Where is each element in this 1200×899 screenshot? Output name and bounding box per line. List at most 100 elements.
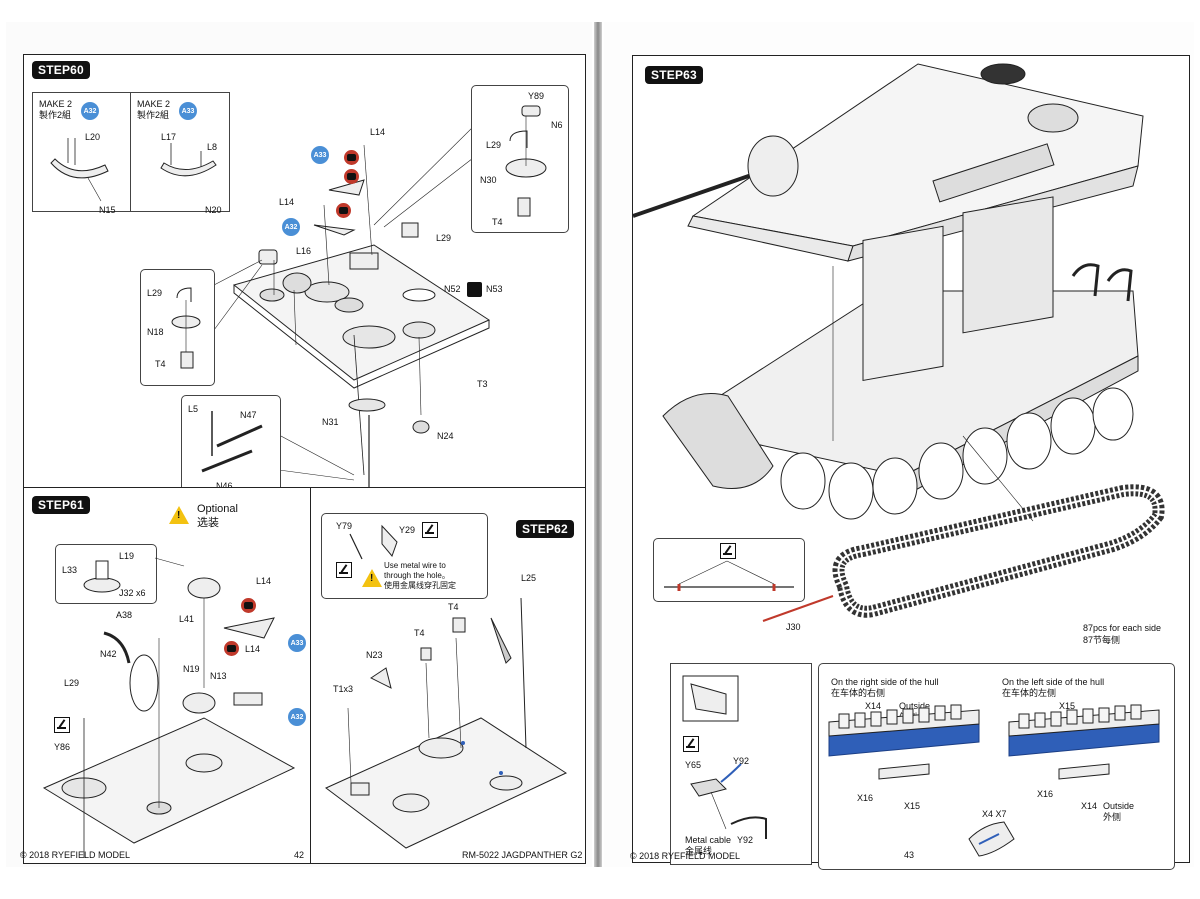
cement-icon <box>683 736 699 752</box>
badge-a32: A32 <box>81 102 99 120</box>
inset-hatch-left: L29 N18 T4 <box>140 269 215 386</box>
hull-deck-drawing <box>325 597 568 849</box>
book-gutter <box>594 22 602 867</box>
cut-icon <box>224 641 239 656</box>
track-run-drawing <box>832 484 1165 618</box>
part-label-y29: Y29 <box>399 525 416 535</box>
cut-icon <box>336 203 351 218</box>
part-label-a38: A38 <box>116 610 133 620</box>
part-label-x16: X16 <box>1037 789 1054 799</box>
metal-cable-label: Metal cable <box>685 835 732 845</box>
part-label-l16: L16 <box>296 246 312 256</box>
cut-icon <box>344 169 359 184</box>
inset-wire-note: Y79 Y29 ! Use metal wire to through the … <box>321 513 488 599</box>
step60-title: STEP60 <box>32 61 90 79</box>
badge-a33: A33 <box>311 146 329 164</box>
part-label-l19: L19 <box>119 551 135 561</box>
part-label-x15: X15 <box>904 801 921 811</box>
hatch-drawing <box>171 287 201 369</box>
inset-cable-bracket: Y65 Y92 Y92 Metal cable 金属线 <box>670 663 812 865</box>
inset-cupola: L19 L33 J32 x6 <box>55 544 157 604</box>
part-label-l14: L14 <box>245 644 261 654</box>
part-label-n13: N13 <box>210 671 227 681</box>
periscope-drawing <box>201 411 263 473</box>
part-label-l14: L14 <box>279 197 295 207</box>
part-label-l29: L29 <box>436 233 452 243</box>
step61-title: STEP61 <box>32 496 90 514</box>
part-label-n19: N19 <box>183 664 200 674</box>
badge-a32: A32 <box>288 708 306 726</box>
part-label-n31: N31 <box>322 417 339 427</box>
right-page: STEP63 <box>604 22 1194 870</box>
left-side-label: On the left side of the hull <box>1002 677 1105 687</box>
optional-label: Optional <box>197 503 238 515</box>
part-label-x16: X16 <box>857 793 874 803</box>
part-label: L17 <box>161 132 177 142</box>
part-label-t4: T4 <box>492 217 503 227</box>
part-drawing <box>160 143 217 177</box>
tank-drawing <box>632 63 1144 622</box>
track-link-box: On the right side of the hull 在车体的右侧 On … <box>818 663 1175 870</box>
part-label-l5: L5 <box>188 404 199 414</box>
optional-label-cn: 选装 <box>197 517 219 529</box>
part-label-l29: L29 <box>147 288 163 298</box>
part-label-n46: N46 <box>216 481 233 491</box>
part-label-y89: Y89 <box>528 91 545 101</box>
part-label-l29: L29 <box>64 678 80 688</box>
make-label: MAKE 2 <box>137 99 171 109</box>
wire-note-line1: Use metal wire to <box>384 561 446 570</box>
part-label-l14: L14 <box>370 127 386 137</box>
part-label-y86: Y86 <box>54 742 71 752</box>
badge-a33: A33 <box>288 634 306 652</box>
part-label: L20 <box>85 132 101 142</box>
part-label-n6: N6 <box>551 120 563 130</box>
footer-product: RM-5022 JAGDPANTHER G2 <box>462 850 583 860</box>
make-a32-box: MAKE 2 製作2組 A32 L20 N15 <box>32 92 132 215</box>
footer-page-number: 42 <box>294 850 305 860</box>
make-a33-box: MAKE 2 製作2組 A33 L17 L8 N20 <box>130 92 230 215</box>
n53-icon <box>467 282 482 297</box>
step63-title: STEP63 <box>645 66 703 84</box>
part-label: N15 <box>99 205 116 215</box>
wire-drawing <box>349 524 398 560</box>
left-side-label-cn: 在车体的左侧 <box>1002 688 1057 698</box>
part-label: N20 <box>205 205 222 215</box>
part-label-n53: N53 <box>486 284 503 294</box>
badge-a33: A33 <box>179 102 197 120</box>
part-label-y92: Y92 <box>737 835 754 845</box>
cut-tool-icon <box>720 543 736 559</box>
cut-icon <box>344 150 359 165</box>
make-label-cn: 製作2組 <box>39 110 72 120</box>
hull-deck-drawing <box>213 122 491 500</box>
part-label-l41: L41 <box>179 614 195 624</box>
cut-icon <box>241 598 256 613</box>
badge-a32: A32 <box>282 218 300 236</box>
inset-hatch-right: Y89 N6 L29 N30 T4 <box>471 85 569 233</box>
part-label-n18: N18 <box>147 327 164 337</box>
outside-label-cn: 外侧 <box>1103 812 1122 822</box>
part-label: L8 <box>207 142 218 152</box>
cable-drawing <box>664 560 794 591</box>
part-label-t4: T4 <box>414 628 425 638</box>
track-count-label: 87pcs for each side <box>1083 623 1162 633</box>
inset-periscope: L5 N47 N46 <box>181 395 281 495</box>
footer-page-number: 43 <box>904 850 915 860</box>
footer-copyright: © 2018 RYEFIELD MODEL <box>630 851 741 861</box>
cement-icon <box>54 717 70 733</box>
bracket-drawing <box>682 675 767 839</box>
metal-cable-label-cn: 金属线 <box>685 846 713 856</box>
right-side-label-cn: 在车体的右侧 <box>831 688 886 698</box>
cupola-drawing <box>83 560 121 593</box>
part-label-y92: Y92 <box>733 756 750 766</box>
part-label-x14: X14 <box>1081 801 1098 811</box>
cement-icon <box>422 522 438 538</box>
track-count-label-cn: 87节每侧 <box>1083 635 1121 645</box>
wire-note-cn: 使用金属线穿孔固定 <box>384 581 456 590</box>
part-label-j30: J30 <box>786 622 801 632</box>
part-label-n24: N24 <box>437 431 454 441</box>
part-label-l14: L14 <box>256 576 272 586</box>
warning-icon: ! <box>362 569 382 587</box>
outside-label: Outside <box>899 701 931 711</box>
step63-panel: STEP63 <box>632 55 1190 870</box>
warning-icon: ! <box>169 506 189 524</box>
